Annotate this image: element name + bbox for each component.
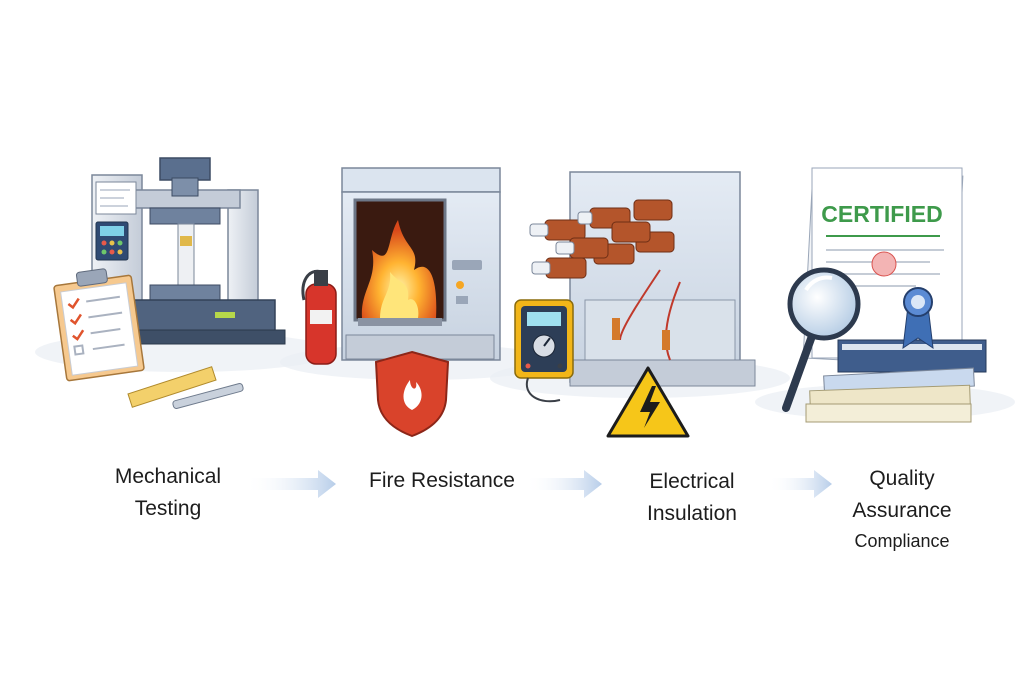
switchgear-cabinet	[529, 171, 756, 387]
stage-label-line: Electrical	[649, 470, 735, 493]
certified-stamp: CERTIFIED	[821, 201, 942, 227]
stage-label-fire-resistance: Fire Resistance	[342, 465, 542, 497]
multimeter-icon	[514, 299, 574, 403]
stage-label-line: Insulation	[647, 502, 737, 525]
stage-label-line: Testing	[134, 497, 202, 520]
rosette-seal-icon	[902, 287, 934, 350]
stage-label-line: Mechanical	[114, 465, 222, 488]
stage-label-line: Quality	[869, 467, 935, 490]
stage-label-line: Compliance	[854, 531, 950, 551]
fire-extinguisher-icon	[301, 269, 337, 365]
stage-label-line: Fire Resistance	[369, 469, 515, 492]
flow-arrow	[768, 470, 832, 498]
stage-label-quality-assurance: Quality Assurance Compliance	[822, 463, 982, 555]
magnifying-glass-icon	[782, 267, 861, 412]
flow-arrow	[525, 470, 602, 498]
high-voltage-warning-icon	[606, 366, 690, 438]
ruler-icon	[127, 366, 217, 408]
fire-test-furnace	[341, 167, 501, 361]
stage-label-electrical-insulation: Electrical Insulation	[612, 466, 772, 530]
stage-label-mechanical-testing: Mechanical Testing	[88, 461, 248, 525]
flame-shield-icon	[374, 350, 450, 438]
caliper-icon	[172, 382, 244, 410]
tensile-testing-machine	[91, 157, 286, 345]
flow-arrow	[245, 470, 336, 498]
clipboard-icon	[53, 268, 145, 382]
stage-label-line: Assurance	[852, 499, 952, 522]
